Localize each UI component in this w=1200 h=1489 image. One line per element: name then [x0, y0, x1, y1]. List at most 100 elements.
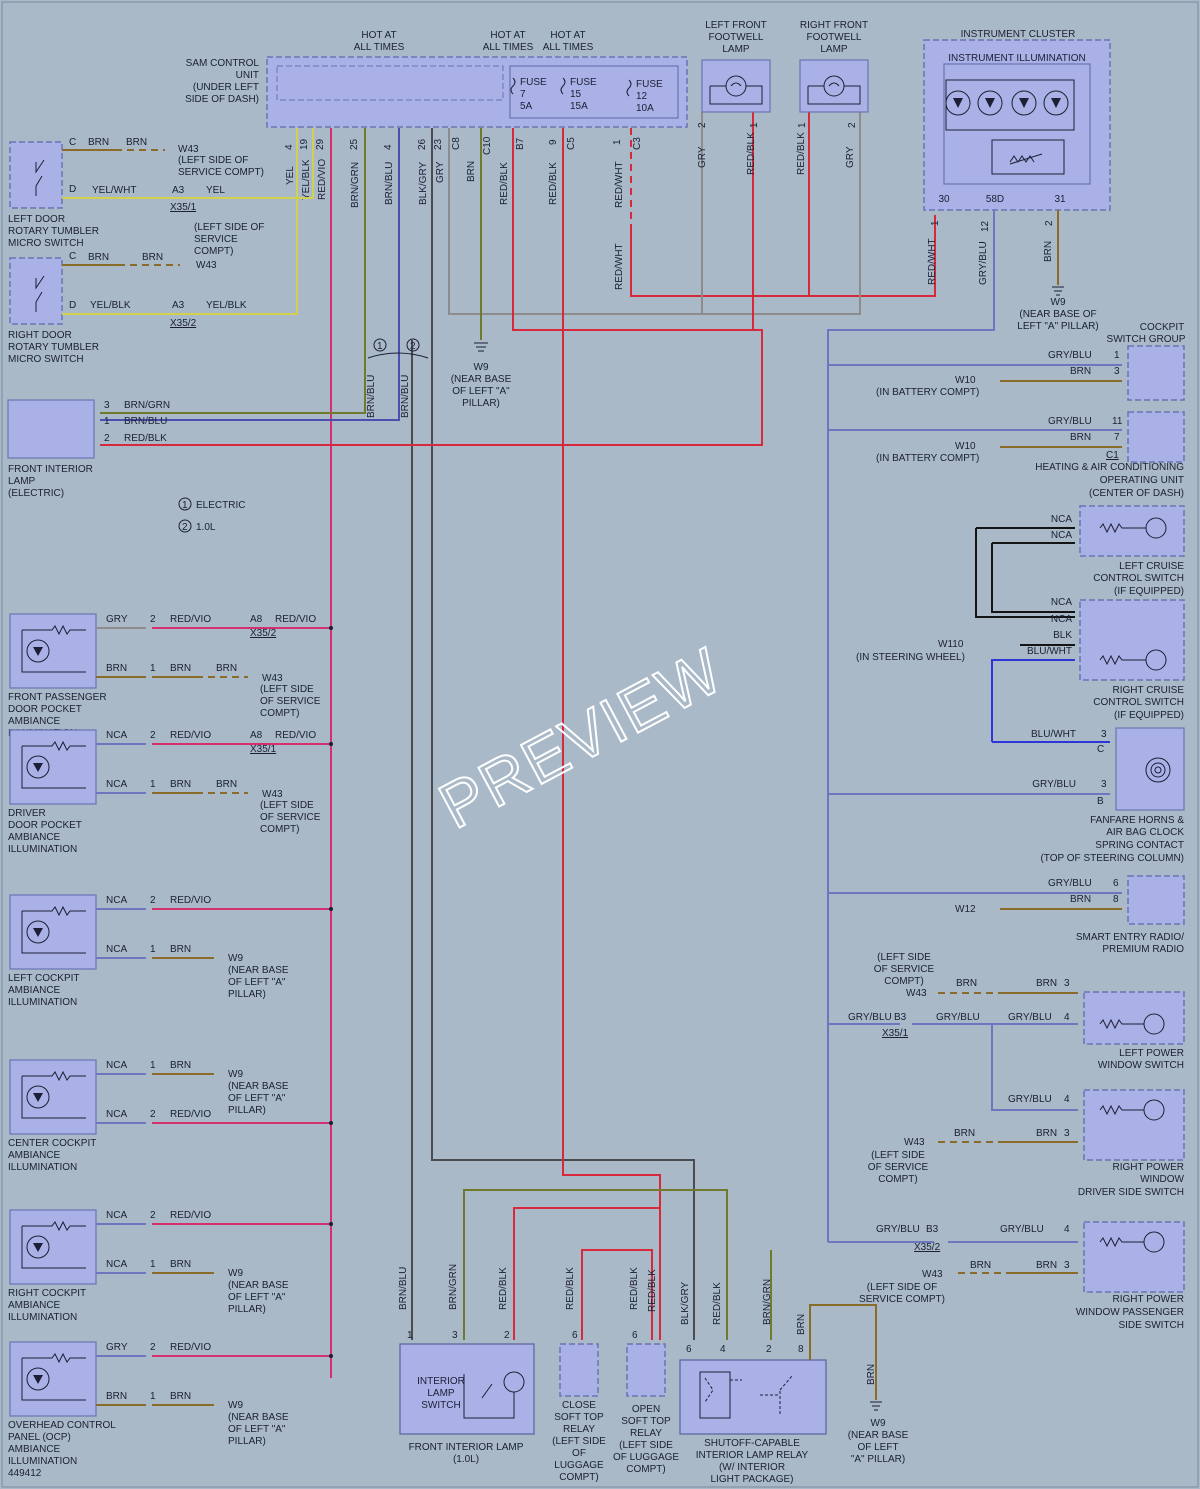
- svg-text:BRN: BRN: [1070, 366, 1091, 377]
- svg-text:AMBIANCE: AMBIANCE: [8, 1444, 61, 1455]
- svg-text:W9: W9: [228, 1268, 243, 1279]
- svg-text:RED/VIO: RED/VIO: [275, 614, 316, 625]
- hot-label-2a: HOT AT: [490, 30, 525, 41]
- svg-text:NCA: NCA: [1051, 514, 1072, 525]
- svg-text:INTERIOR LAMP RELAY: INTERIOR LAMP RELAY: [696, 1450, 809, 1461]
- svg-text:OF LEFT "A": OF LEFT "A": [228, 1424, 286, 1435]
- svg-text:INTERIOR: INTERIOR: [417, 1376, 465, 1387]
- sam-label-4: SIDE OF DASH): [185, 94, 259, 105]
- svg-text:BRN: BRN: [106, 1391, 127, 1402]
- svg-text:A8: A8: [250, 614, 263, 625]
- led-icon: [26, 1235, 50, 1259]
- svg-text:NCA: NCA: [1051, 614, 1072, 625]
- svg-text:RED/BLK: RED/BLK: [565, 1267, 576, 1310]
- svg-text:W12: W12: [955, 904, 976, 915]
- svg-text:OF SERVICE: OF SERVICE: [260, 696, 321, 707]
- svg-text:NCA: NCA: [106, 730, 127, 741]
- svg-text:COMPT): COMPT): [260, 708, 299, 719]
- svg-text:ROTARY TUMBLER: ROTARY TUMBLER: [8, 226, 99, 237]
- svg-text:BRN: BRN: [216, 779, 237, 790]
- svg-text:RIGHT POWER: RIGHT POWER: [1113, 1294, 1184, 1305]
- svg-text:BRN: BRN: [954, 1128, 975, 1139]
- svg-text:(LEFT SIDE: (LEFT SIDE: [619, 1440, 673, 1451]
- hot-label-2b: ALL TIMES: [483, 42, 534, 53]
- svg-text:W110: W110: [938, 639, 964, 650]
- svg-text:3: 3: [1064, 978, 1070, 989]
- svg-text:ILLUMINATION: ILLUMINATION: [8, 997, 77, 1008]
- svg-text:RED/WHT: RED/WHT: [614, 161, 625, 208]
- svg-text:AMBIANCE: AMBIANCE: [8, 832, 61, 843]
- led-icon: [26, 755, 50, 779]
- svg-text:(LEFT SIDE OF: (LEFT SIDE OF: [194, 222, 264, 233]
- svg-text:B: B: [1097, 796, 1104, 807]
- svg-text:GRY/BLU: GRY/BLU: [978, 241, 989, 285]
- svg-text:31: 31: [1054, 194, 1066, 205]
- svg-text:1: 1: [930, 220, 941, 226]
- svg-text:W43: W43: [906, 988, 927, 999]
- svg-text:C8: C8: [451, 137, 462, 150]
- right-door-switch: RIGHT DOOR ROTARY TUMBLER MICRO SWITCH (…: [8, 222, 264, 365]
- svg-text:7: 7: [520, 89, 526, 100]
- svg-text:NCA: NCA: [106, 944, 127, 955]
- svg-text:X35/1: X35/1: [170, 202, 197, 213]
- svg-text:OF LUGGAGE: OF LUGGAGE: [613, 1452, 679, 1463]
- svg-text:SERVICE COMPT): SERVICE COMPT): [178, 167, 264, 178]
- svg-text:3: 3: [1064, 1128, 1070, 1139]
- svg-text:"A" PILLAR): "A" PILLAR): [851, 1454, 905, 1465]
- svg-text:OF SERVICE: OF SERVICE: [260, 812, 321, 823]
- svg-text:BRN/BLU: BRN/BLU: [366, 375, 377, 418]
- svg-text:LEFT COCKPIT: LEFT COCKPIT: [8, 973, 80, 984]
- svg-text:BRN: BRN: [866, 1364, 877, 1385]
- cluster-led-icon: [945, 90, 1069, 116]
- svg-text:3: 3: [1064, 1260, 1070, 1271]
- svg-text:RIGHT POWER: RIGHT POWER: [1113, 1162, 1184, 1173]
- svg-text:(LEFT SIDE OF: (LEFT SIDE OF: [178, 155, 248, 166]
- svg-text:4: 4: [1064, 1094, 1070, 1105]
- svg-text:AIR BAG CLOCK: AIR BAG CLOCK: [1106, 827, 1184, 838]
- svg-text:(LEFT SIDE: (LEFT SIDE: [877, 952, 931, 963]
- svg-text:RED/VIO: RED/VIO: [170, 895, 211, 906]
- svg-text:X35/2: X35/2: [914, 1242, 941, 1253]
- svg-text:ILLUMINATION: ILLUMINATION: [8, 1456, 77, 1467]
- svg-text:RED/VIO: RED/VIO: [317, 159, 328, 200]
- svg-text:BRN: BRN: [1036, 978, 1057, 989]
- svg-text:NCA: NCA: [106, 1259, 127, 1270]
- svg-text:AMBIANCE: AMBIANCE: [8, 1300, 61, 1311]
- svg-text:PILLAR): PILLAR): [228, 1304, 266, 1315]
- svg-text:6: 6: [572, 1330, 578, 1341]
- svg-text:RED/BLK: RED/BLK: [647, 1269, 658, 1312]
- svg-text:COMPT): COMPT): [559, 1472, 598, 1483]
- svg-text:YEL/BLK: YEL/BLK: [206, 300, 247, 311]
- led-icon: [26, 1367, 50, 1391]
- svg-text:2: 2: [847, 122, 858, 128]
- svg-text:COMPT): COMPT): [878, 1174, 917, 1185]
- svg-text:BRN: BRN: [466, 161, 477, 182]
- svg-text:SERVICE: SERVICE: [194, 234, 238, 245]
- svg-text:B3: B3: [926, 1224, 939, 1235]
- svg-text:WINDOW PASSENGER: WINDOW PASSENGER: [1076, 1307, 1184, 1318]
- front-interior-lamp-1-0l: INTERIOR LAMP SWITCH FRONT INTERIOR LAMP…: [398, 1189, 772, 1465]
- svg-text:DOOR POCKET: DOOR POCKET: [8, 704, 82, 715]
- svg-text:9: 9: [548, 139, 559, 145]
- svg-text:RED/BLK: RED/BLK: [746, 132, 757, 175]
- svg-text:4: 4: [720, 1344, 726, 1355]
- svg-text:C3: C3: [632, 137, 643, 150]
- svg-text:RED/BLK: RED/BLK: [499, 162, 510, 205]
- svg-text:GRY/BLU: GRY/BLU: [848, 1012, 892, 1023]
- svg-text:BRN/GRN: BRN/GRN: [762, 1279, 773, 1325]
- led-icon: [26, 639, 50, 663]
- svg-text:29: 29: [315, 138, 326, 150]
- svg-text:7: 7: [1114, 432, 1120, 443]
- svg-text:1: 1: [182, 500, 188, 511]
- svg-text:PILLAR): PILLAR): [228, 989, 266, 1000]
